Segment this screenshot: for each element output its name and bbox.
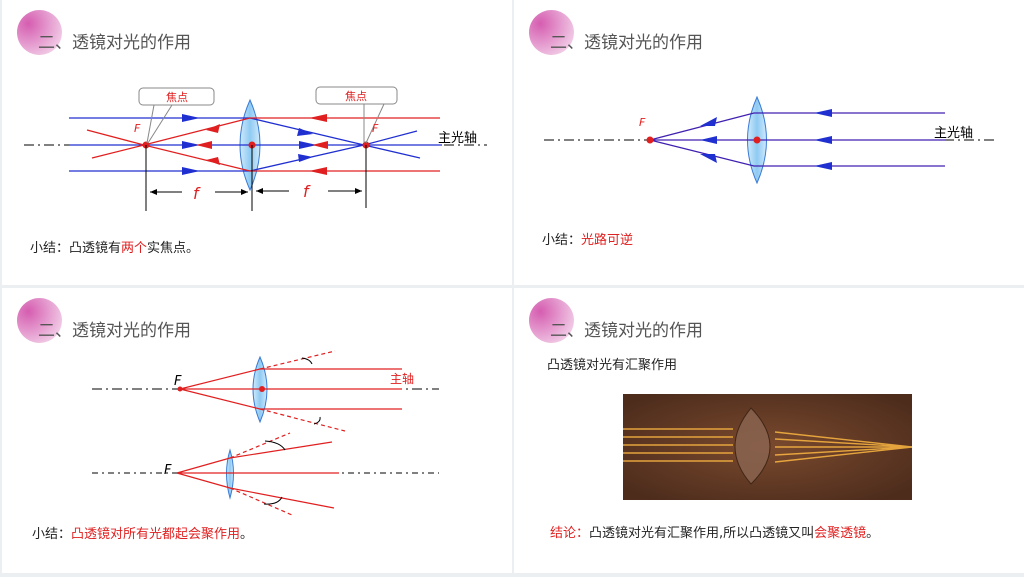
F-label-left: F <box>134 122 141 135</box>
red-arrow-icons <box>196 114 328 175</box>
conclusion-text: 凸透镜对光有汇聚作用,所以凸透镜又叫 <box>589 526 815 541</box>
title-badge-icon <box>17 298 62 343</box>
focus-label-left: 焦点 <box>166 91 188 104</box>
curved-arrow-icon <box>263 496 283 505</box>
section-title: 二、透镜对光的作用 <box>550 33 703 53</box>
axis-label: 主轴 <box>390 371 414 386</box>
convergence-diagram: F 主轴 F <box>92 350 439 516</box>
f-label-right: f <box>303 182 311 201</box>
F-label-bottom: F <box>164 463 172 478</box>
focus-callout-right <box>315 86 398 105</box>
curved-arrow-icon <box>264 440 286 451</box>
title-badge-icon <box>529 298 574 343</box>
section-title: 二、透镜对光的作用 <box>38 33 191 53</box>
light-rays <box>649 112 945 167</box>
F-label-top: F <box>174 374 182 389</box>
summary: 小结：凸透镜有两个实焦点。 <box>30 237 199 256</box>
summary-suffix: 。 <box>240 527 254 542</box>
conclusion: 结论：凸透镜对光有汇聚作用,所以凸透镜又叫会聚透镜。 <box>550 522 879 541</box>
summary-prefix: 小结：凸透镜有 <box>30 241 122 256</box>
summary-highlight: 凸透镜对所有光都起会聚作用 <box>71 527 241 542</box>
slide-panel-reversible: 二、透镜对光的作用 F 主光轴 小结：光路可逆 <box>514 0 1024 285</box>
rays-top <box>179 350 402 432</box>
F-label-right: F <box>372 122 379 135</box>
axis-label: 主光轴 <box>438 131 477 146</box>
summary: 小结：凸透镜对所有光都起会聚作用。 <box>32 523 253 542</box>
f-label-left: f <box>193 184 201 203</box>
section-title: 二、透镜对光的作用 <box>550 321 703 341</box>
summary-highlight: 两个 <box>121 241 148 256</box>
convex-lens-photo <box>623 394 912 500</box>
focal-point <box>646 136 654 144</box>
summary: 小结：光路可逆 <box>542 229 633 248</box>
conclusion-label: 结论： <box>550 526 590 541</box>
slide-panel-photo: 二、透镜对光的作用 凸透镜对光有汇聚作用 结论：凸透镜对光有汇聚作用,所以凸透镜… <box>514 288 1024 573</box>
section-title: 二、透镜对光的作用 <box>38 321 191 341</box>
summary-prefix: 小结： <box>32 527 72 542</box>
title-badge-icon <box>17 10 62 55</box>
focus-label-right: 焦点 <box>345 90 367 103</box>
curved-arrow-icon <box>313 416 321 425</box>
conclusion-highlight: 会聚透镜 <box>814 526 867 541</box>
summary-highlight: 光路可逆 <box>581 233 634 248</box>
blue-arrow-icons <box>182 114 317 175</box>
caption: 凸透镜对光有汇聚作用 <box>547 358 678 373</box>
optical-center <box>753 136 761 144</box>
slide-panel-convergence: 二、透镜对光的作用 F 主轴 F 小结：凸透镜对所有光都起会聚作用。 <box>2 288 512 573</box>
convex-lens-bottom <box>226 448 234 500</box>
arrow-icons <box>700 109 832 170</box>
red-rays <box>86 117 440 172</box>
summary-prefix: 小结： <box>542 233 582 248</box>
curved-arrow-icon <box>301 357 313 365</box>
focus-diagram: 焦点 焦点 F F f f 主光轴 <box>24 86 487 211</box>
conclusion-end: 。 <box>866 526 880 541</box>
title-badge-icon <box>529 10 574 55</box>
slide-panel-focus-points: 二、透镜对光的作用 <box>2 0 512 285</box>
summary-suffix: 实焦点。 <box>147 241 200 256</box>
focus-callout-left <box>138 87 215 106</box>
axis-label: 主光轴 <box>934 126 973 141</box>
F-label: F <box>639 116 646 129</box>
rays-bottom <box>176 432 339 516</box>
reversible-diagram: F 主光轴 <box>544 95 994 185</box>
